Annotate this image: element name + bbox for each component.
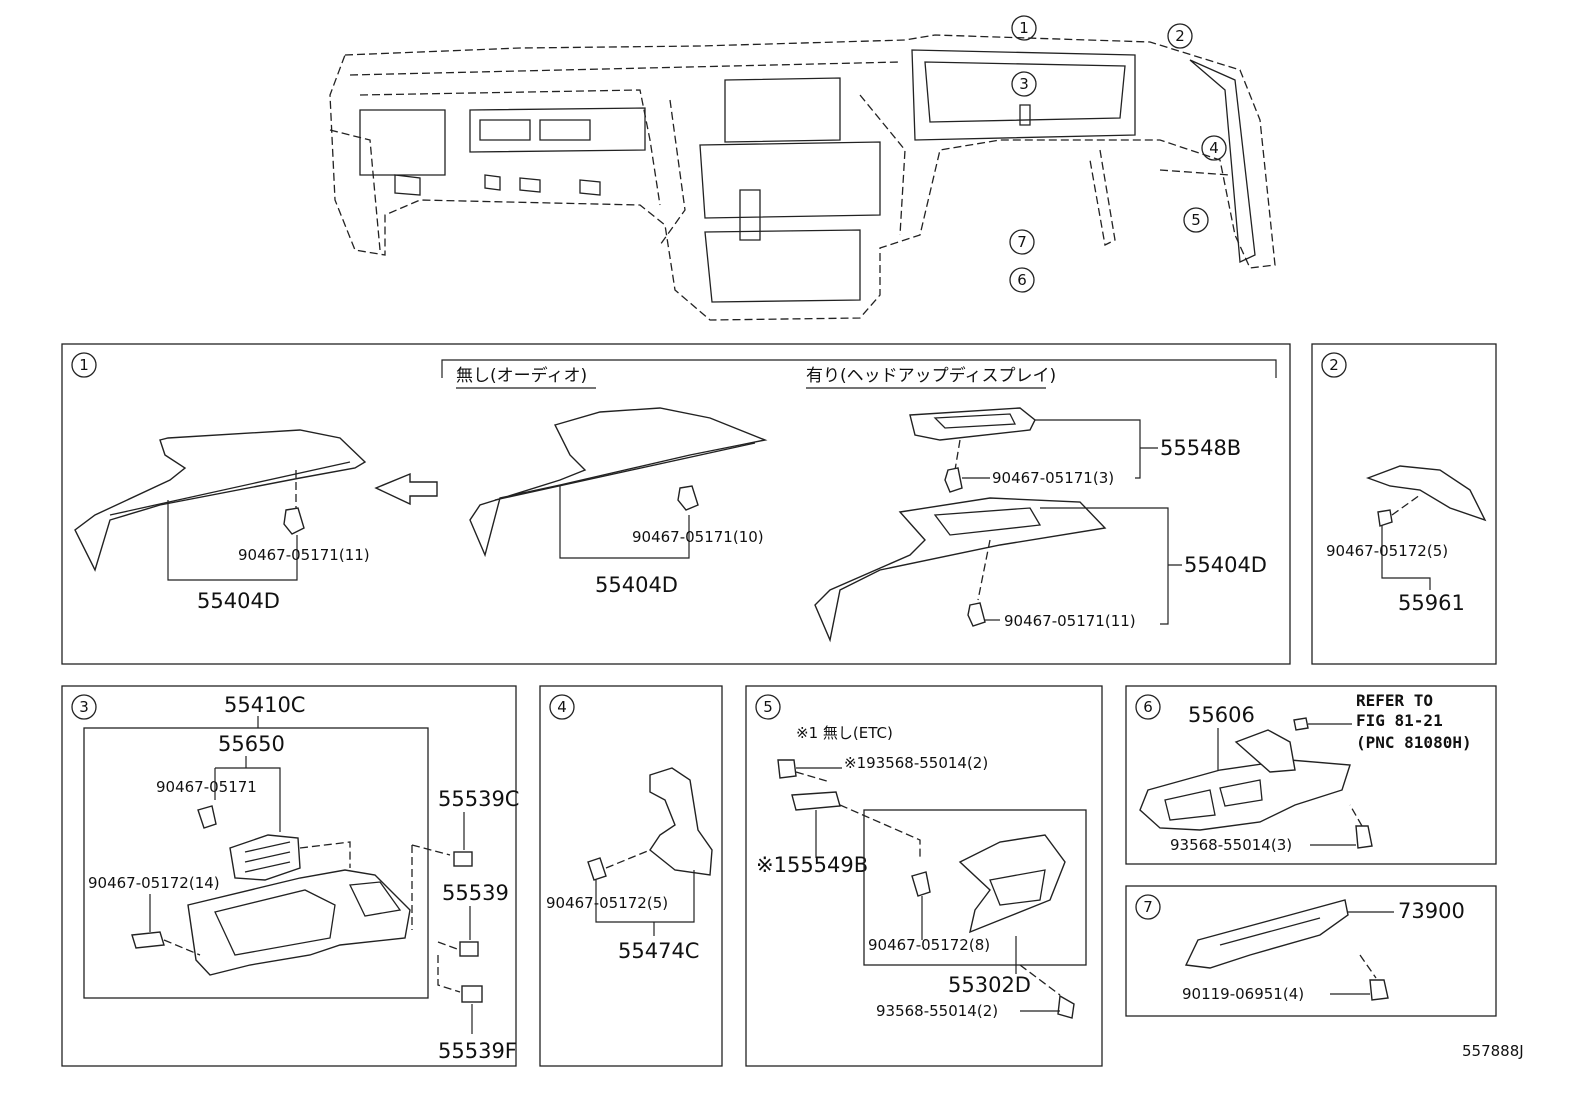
panel-3: 3 55410C 55650 90467-05171 90467-05172(1… [61,685,519,1067]
refer-line-3: (PNC 81080H) [1356,733,1472,752]
callout-5[interactable]: 5 [1183,207,1209,233]
part-b-label: 55404D [595,573,678,597]
svg-text:5: 5 [1191,211,1201,229]
screw-7-icon[interactable] [1369,979,1389,1001]
clip-a-label: 90467-05171(11) [238,546,370,564]
screw-6-label: 93568-55014(3) [1170,836,1292,854]
console-arm-part[interactable] [1234,729,1296,773]
screw-7-label: 90119-06951(4) [1182,985,1304,1003]
part-2-label: 55961 [1398,591,1465,615]
callout-6[interactable]: 6 [1009,267,1035,293]
refer-line-1: REFER TO [1356,691,1433,710]
panel-6-number: 6 [1143,698,1153,716]
vent-label: 55650 [218,732,285,756]
clip-2-label: 90467-05172(5) [1326,542,1448,560]
panel-5-number: 5 [763,698,773,716]
svg-text:7: 7 [1017,233,1027,251]
switch-f-part[interactable] [461,985,483,1003]
part-c-label: 55404D [1184,553,1267,577]
diagram-id: 557888J [1462,1042,1524,1060]
part-6-label: 55606 [1188,703,1255,727]
overview-callouts: 1 2 3 4 5 7 6 [1009,15,1227,293]
assembly-3-label: 55410C [224,693,305,717]
svg-text:6: 6 [1017,271,1027,289]
svg-text:4: 4 [1209,139,1219,157]
glovebox-trim-part[interactable] [958,834,1066,934]
clip-2-icon[interactable] [1377,509,1393,527]
svg-text:2: 2 [1175,27,1185,45]
cover-5-part[interactable] [791,791,841,811]
screw-5b-icon[interactable] [1057,994,1075,1019]
panel-1-number: 1 [79,356,89,374]
panel-cover-left[interactable] [74,429,367,572]
trim-panel-part[interactable] [649,767,713,876]
panel-4-number: 4 [557,698,567,716]
panel-2: 2 90467-05172(5) 55961 [1311,343,1497,665]
part-7-label: 73900 [1398,899,1465,923]
direction-arrow-icon [374,472,438,506]
hud-cover[interactable] [909,407,1036,441]
cluster-cover[interactable] [187,869,411,976]
clip-c-icon[interactable] [967,602,986,627]
variant-with-label: 有り(ヘッドアップディスプレイ) [806,365,1056,386]
screw-6-icon[interactable] [1355,825,1373,849]
part-c3-label: 55539C [438,787,519,811]
overview-instrument-panel [329,34,1276,321]
side-panel-part[interactable] [1365,465,1487,522]
refer-line-2: FIG 81-21 [1356,711,1443,730]
svg-text:3: 3 [1019,75,1029,93]
callout-1[interactable]: 1 [1011,15,1037,41]
part-c-top-label: 55548B [1160,436,1241,460]
switch-c-part[interactable] [453,851,473,867]
variant-without-label: 無し(オーディオ) [456,365,587,386]
clip-b-icon[interactable] [677,485,699,511]
clip-c-top-icon[interactable] [944,467,963,493]
part-f3-label: 55539F [438,1039,517,1063]
clip-a-icon[interactable] [283,507,305,535]
clip-4-icon[interactable] [587,857,607,881]
callout-3[interactable]: 3 [1011,71,1037,97]
switch-mid-part[interactable] [459,941,479,957]
clip-vent-label: 90467-05171 [156,778,257,796]
refer-clip-icon[interactable] [1293,717,1309,731]
clip-b-label: 90467-05171(10) [632,528,764,546]
panel-2-number: 2 [1329,356,1339,374]
panel-7-number: 7 [1143,898,1153,916]
clip-c-label: 90467-05171(11) [1004,612,1136,630]
clip-side-icon[interactable] [131,931,165,949]
svg-text:1: 1 [1019,19,1029,37]
panel-cover-hud[interactable] [814,497,1107,643]
screw-5-label: 93568-55014(2) [876,1002,998,1020]
clip-c-top-label: 90467-05171(3) [992,469,1114,487]
panel-5: 5 ※1 無し(ETC) ※193568-55014(2) ※155549B 9… [745,685,1103,1067]
part-mid3-label: 55539 [442,881,509,905]
note-5-label: ※1 無し(ETC) [796,724,893,742]
clip-5-label: 90467-05172(8) [868,936,990,954]
clip-4-label: 90467-05172(5) [546,894,668,912]
panel-1: 1 無し(オーディオ) 有り(ヘッドアップディスプレイ) 90467-05171… [61,343,1291,665]
lower-panel-part[interactable] [1184,899,1349,969]
panel-7: 7 73900 90119-06951(4) [1125,885,1497,1017]
part-4-label: 55474C [618,939,699,963]
cover-5-label: ※155549B [756,853,868,877]
callout-7[interactable]: 7 [1009,229,1035,255]
callout-2[interactable]: 2 [1167,23,1193,49]
part-a-label: 55404D [197,589,280,613]
part-5-label: 55302D [948,973,1031,997]
clip-vent-icon[interactable] [197,805,217,829]
panel-cover-middle[interactable] [469,407,768,558]
clip-side-label: 90467-05172(14) [88,874,220,892]
screw-5a-icon[interactable] [777,759,797,779]
callout-4[interactable]: 4 [1201,135,1227,161]
panel-3-number: 3 [79,698,89,716]
screw-note-5-label: ※193568-55014(2) [844,754,988,772]
panel-4: 4 90467-05172(5) 55474C [539,685,723,1067]
panel-6: 6 55606 REFER TO FIG 81-21 (PNC 81080H) … [1125,685,1497,865]
clip-5-icon[interactable] [911,871,931,897]
